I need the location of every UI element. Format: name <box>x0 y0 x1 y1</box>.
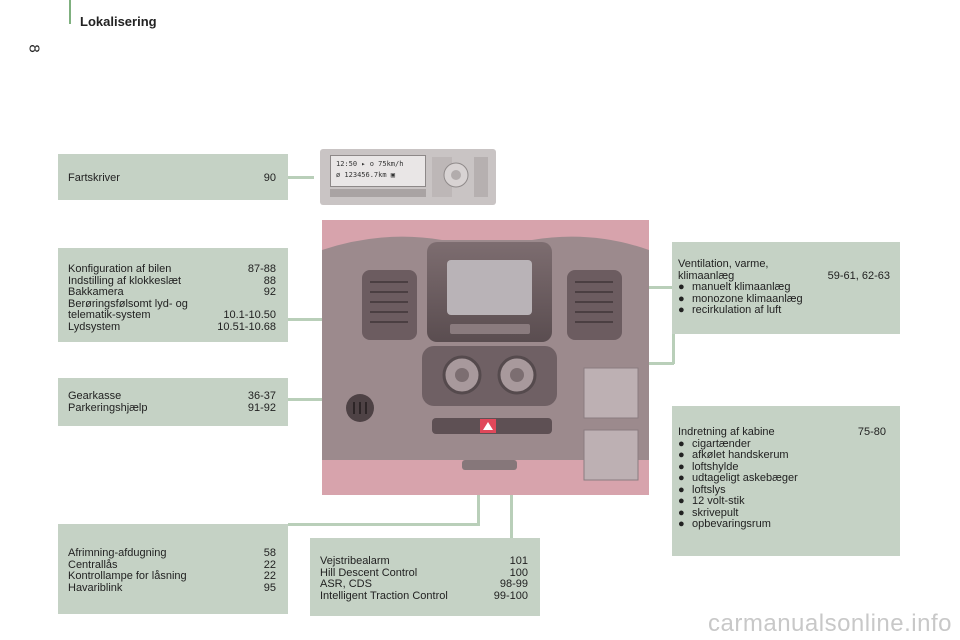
indretning-title-row: Indretning af kabine 75-80 <box>678 426 886 438</box>
ventilation-title-line-1: Ventilation, varme, <box>678 258 769 270</box>
ventilation-box: Ventilation, varme, klimaanlæg 59-61, 62… <box>672 242 900 334</box>
list-item: ●skrivepult <box>678 506 739 519</box>
tachograph-display: 12:50 ▸ o 75km/h ø 123456.7km ▣ <box>330 155 426 187</box>
list-item: Fartskriver 90 <box>68 172 276 184</box>
list-item: ●loftshylde <box>678 460 739 473</box>
bullet-icon: ● <box>678 483 685 496</box>
ventilation-title-row: klimaanlæg 59-61, 62-63 <box>678 269 890 282</box>
bullet-icon: ● <box>678 292 685 305</box>
tachograph-controls <box>330 157 488 197</box>
page-number: 8 <box>25 44 43 53</box>
bullet-icon: ● <box>678 460 685 473</box>
dashboard-illustration <box>322 220 649 495</box>
tachograph-line-1: 12:50 ▸ o 75km/h <box>336 160 404 168</box>
watermark: carmanualsonline.info <box>708 610 952 637</box>
list-item: ●12 volt-stik <box>678 495 745 507</box>
bullet-icon: ● <box>678 449 685 461</box>
bullet-icon: ● <box>678 506 685 519</box>
tachograph-line-2: ø 123456.7km ▣ <box>336 171 396 179</box>
bullet-icon: ● <box>678 472 685 484</box>
list-item: ●cigartænder <box>678 437 751 450</box>
tachograph-image: 12:50 ▸ o 75km/h ø 123456.7km ▣ <box>320 149 496 205</box>
list-item: Berøringsfølsomt lyd- og <box>68 297 188 310</box>
header-accent-line <box>69 0 71 24</box>
list-item: ●monozone klimaanlæg <box>678 292 803 305</box>
list-item: ●opbevaringsrum <box>678 518 771 530</box>
connector-fartskriver <box>288 176 314 179</box>
list-item: ●recirkulation af luft <box>678 304 782 316</box>
bullet-icon: ● <box>678 437 685 450</box>
list-item: ●udtageligt askebæger <box>678 472 798 484</box>
bullet-icon: ● <box>678 304 685 316</box>
list-item: ●loftslys <box>678 483 726 496</box>
bullet-icon: ● <box>678 518 685 530</box>
connector-afrimning <box>288 523 480 526</box>
bullet-icon: ● <box>678 495 685 507</box>
dashboard-image <box>322 220 649 495</box>
list-item: ●manuelt klimaanlæg <box>678 281 791 293</box>
bullet-icon: ● <box>678 281 685 293</box>
list-item: ●afkølet handskerum <box>678 449 789 461</box>
page-title: Lokalisering <box>80 14 157 29</box>
fartskriver-box: Fartskriver 90 <box>58 154 288 200</box>
indretning-box: Indretning af kabine 75-80 ●cigartænder … <box>672 406 900 556</box>
